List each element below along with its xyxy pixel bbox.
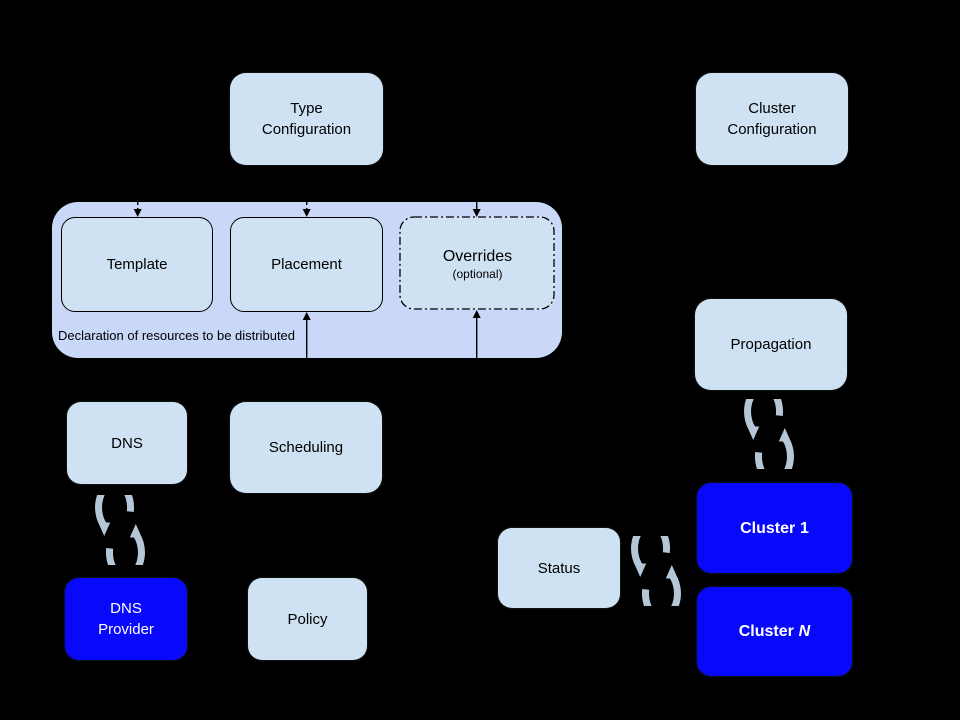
node-propagation: Propagation [695, 299, 847, 390]
node-scheduling: Scheduling [230, 402, 382, 493]
node-label: Template [106, 256, 168, 273]
sync-icon [744, 399, 794, 469]
node-label: DNS [110, 600, 142, 617]
node-status: Status [498, 528, 620, 608]
node-label: Configuration [727, 121, 817, 138]
sync-icon [631, 536, 681, 606]
node-label: Configuration [261, 121, 352, 138]
container-arrows [133, 202, 481, 358]
node-cluster-configuration: Cluster Configuration [696, 73, 848, 165]
node-label: Status [537, 559, 581, 577]
node-label: DNS [111, 434, 143, 452]
node-label: Provider [98, 621, 154, 638]
node-template: Template [61, 217, 213, 312]
node-label: Type [290, 100, 323, 117]
node-label: Scheduling [268, 439, 344, 456]
node-label: Policy [287, 610, 328, 628]
declaration-group: Template Placement Overrides (optional) … [52, 202, 562, 358]
node-type-configuration: Type Configuration [230, 73, 383, 165]
node-placement: Placement [230, 217, 383, 312]
node-policy: Policy [248, 578, 367, 660]
node-label: Propagation [730, 336, 812, 353]
node-dns-provider: DNS Provider [65, 578, 187, 660]
node-dns: DNS [67, 402, 187, 484]
node-overrides: Overrides (optional) [399, 216, 555, 310]
node-label: Cluster [748, 100, 796, 117]
container-caption: Declaration of resources to be distribut… [58, 328, 296, 343]
sync-icon [95, 495, 145, 565]
node-label: Placement [271, 256, 342, 273]
